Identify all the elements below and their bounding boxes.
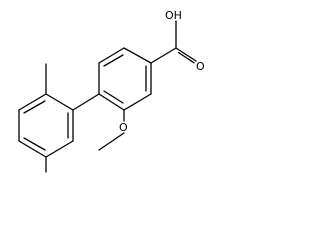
bond-c-double-o-outer — [175, 47, 197, 62]
carboxylic-acid-group: OH O — [150, 9, 205, 73]
hydroxyl-label: OH — [165, 9, 182, 22]
methoxy-oxygen-label: O — [119, 121, 128, 134]
bond-c-double-o-inner — [177, 51, 195, 64]
bond-methoxy-o-to-ch3 — [98, 132, 125, 151]
dimethylphenyl-ring — [18, 93, 74, 158]
biaryl-bond — [72, 93, 100, 111]
ring-a-bond — [45, 93, 74, 111]
ring-b-double-bond — [103, 54, 124, 67]
ring-a-double-bond — [23, 100, 46, 114]
ring-b-bond — [123, 47, 152, 64]
methoxy-group: O — [98, 109, 128, 151]
ring-a-bond — [18, 93, 47, 111]
ring-b-bond — [98, 93, 125, 111]
ring-a-double-bond — [23, 137, 46, 151]
bond-ring-to-carboxyl — [150, 47, 177, 64]
ring-a-bond — [45, 140, 74, 158]
carbonyl-oxygen-label: O — [196, 60, 205, 73]
ring-a-bond — [18, 140, 47, 158]
benzoic-acid-ring — [98, 47, 152, 111]
ring-b-double-bond — [103, 90, 124, 104]
chemical-structure-diagram: OH O O — [18, 9, 205, 173]
ring-b-bond — [98, 47, 125, 64]
ring-b-bond — [123, 93, 152, 111]
